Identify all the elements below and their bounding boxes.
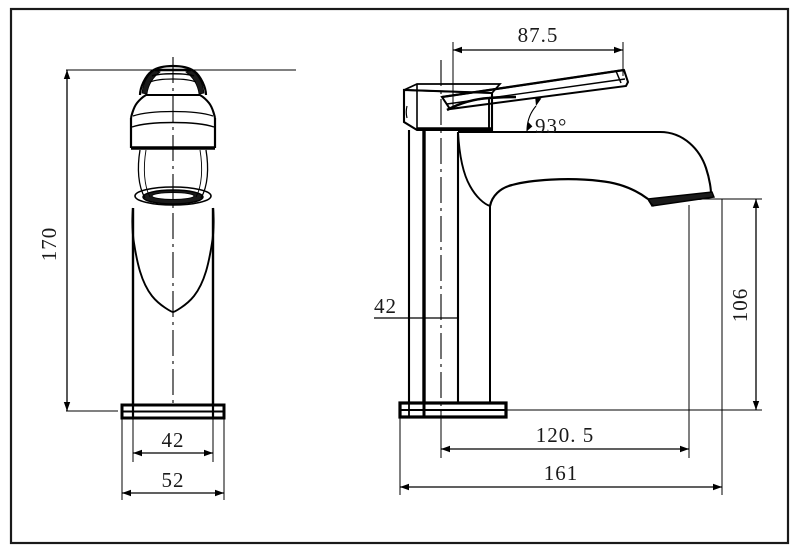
sheet-border [9, 7, 790, 545]
arrow-1205-right [680, 445, 689, 453]
arrow-106-bottom [752, 401, 760, 410]
dim-label-spout-height: 106 [728, 288, 752, 323]
dim-label-overall-depth: 161 [544, 461, 579, 485]
dim-label-spout-reach: 120. 5 [536, 423, 595, 447]
arrow-93-upper [535, 97, 542, 106]
dim-label-body-diameter: 42 [374, 294, 397, 318]
side-view-dimensions: 87.5 93° 42 106 120. 5 161 [374, 23, 762, 495]
arrow-93-lower [527, 121, 533, 131]
arrow-42-right [204, 449, 213, 457]
side-lever-handle [440, 68, 630, 129]
dim-label-base-outer: 52 [162, 468, 185, 492]
dim-label-base-inner: 42 [162, 428, 185, 452]
arrow-106-top [752, 199, 760, 208]
side-spout [457, 130, 715, 404]
dim-label-height-total: 170 [37, 227, 61, 262]
front-view-group [120, 57, 226, 420]
front-view-dimensions: 170 42 52 [37, 69, 296, 500]
arrow-52-right [215, 489, 224, 497]
arrow-1205-left [441, 445, 450, 453]
arrow-161-right [713, 483, 722, 491]
arrow-52-left [122, 489, 131, 497]
dim-label-handle-angle: 93° [535, 114, 567, 138]
side-base-flange [398, 401, 508, 419]
front-cap-cylinder [129, 93, 217, 148]
angle-arc-93 [526, 105, 537, 132]
front-base-flange [120, 403, 226, 420]
arrow-161-left [400, 483, 409, 491]
arrow-42-left [133, 449, 142, 457]
dim-label-handle-length: 87.5 [518, 23, 559, 47]
arrow-170-bottom [63, 402, 71, 411]
arrow-875-right [614, 46, 623, 54]
arrow-170-top [63, 70, 71, 79]
side-body-column [407, 130, 460, 404]
arrow-875-left [453, 46, 462, 54]
side-view-group [398, 60, 715, 419]
